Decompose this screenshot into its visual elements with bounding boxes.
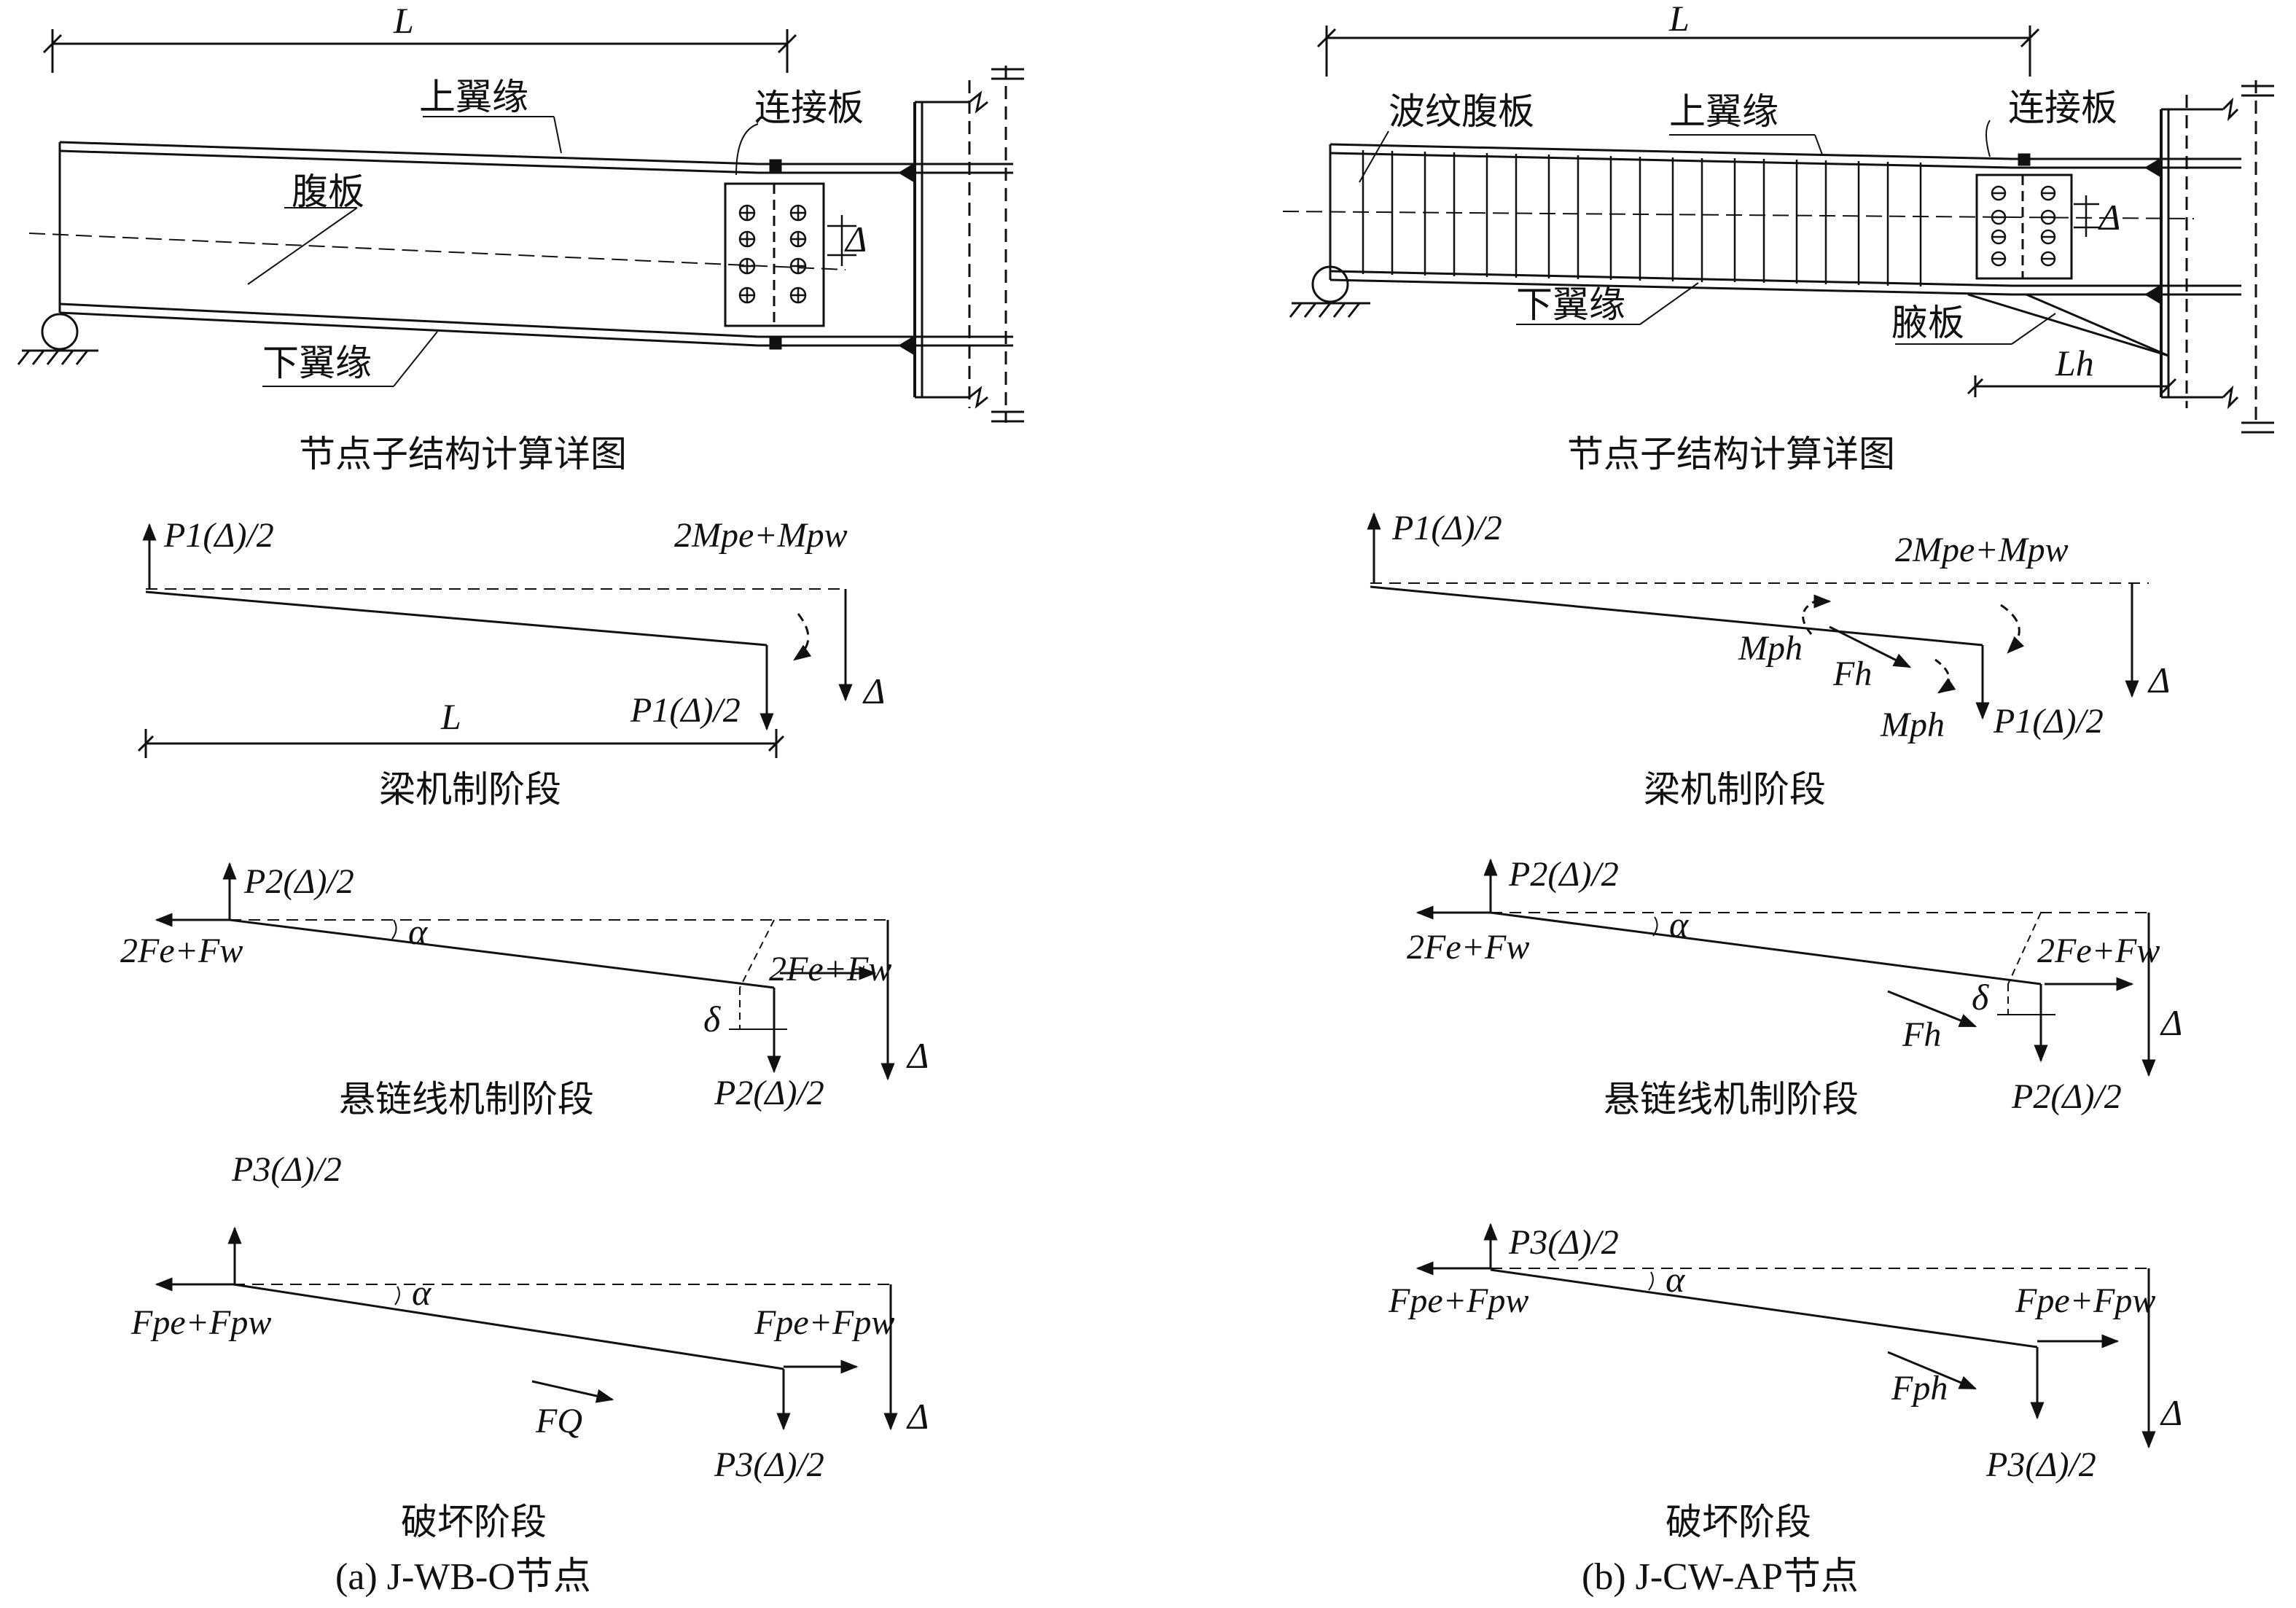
right-corrugated-web [1362,150,1922,286]
right-beam-moment: 2Mpe+Mpw [1895,531,2069,569]
left-plate-delta: Δ [844,219,867,259]
right-top-flange-label: 上翼缘 [1669,90,1778,133]
right-beam-mph-1: Mph [1738,629,1803,668]
right-catenary-stage [1416,858,2156,1077]
left-fail-p-bot: P3(Δ)/2 [714,1445,824,1484]
left-connector-plate-label: 连接板 [754,87,864,129]
left-panel: L [17,0,1024,423]
left-detail-title: 节点子结构计算详图 [299,433,627,475]
right-beam-p-bot: P1(Δ)/2 [1993,702,2104,741]
right-fail-fph: Fph [1891,1369,1948,1408]
right-beam-p-top: P1(Δ)/2 [1391,509,1502,547]
right-haunch-label: 腋板 [1891,302,1964,344]
right-fail-force-right: Fpe+Fpw [2015,1281,2155,1320]
left-beam-p-bot: P1(Δ)/2 [630,691,741,730]
right-plate-delta: Δ [2098,197,2120,238]
left-top-flange-label: 上翼缘 [419,76,528,118]
left-catenary-stage [155,862,895,1081]
right-bottom-flange-label: 下翼缘 [1516,284,1625,326]
right-caption: (b) J-CW-AP节点 [1582,1556,1859,1598]
left-beam-delta: Δ [862,671,885,711]
left-fail-title: 破坏阶段 [401,1501,547,1543]
right-cat-delta: Δ [2160,1002,2182,1043]
left-dim-l-label: L [393,0,414,41]
left-beam [28,141,1013,347]
left-cat-p-bot: P2(Δ)/2 [714,1074,824,1112]
right-connector-plate-label: 连接板 [2008,87,2117,129]
right-beam-mph-2: Mph [1880,706,1945,744]
left-pin-support [17,313,98,365]
right-dim-l-label: L [1668,0,1690,39]
right-corrugated-web-label: 波纹腹板 [1389,90,1534,133]
right-fail-delta: Δ [2160,1392,2182,1433]
left-web-label: 腹板 [292,171,364,213]
left-fail-alpha: α [412,1272,432,1313]
right-cat-delta-small: δ [1972,977,1989,1018]
left-column [898,66,1024,423]
left-fail-delta: Δ [906,1396,929,1437]
right-detail-title: 节点子结构计算详图 [1567,433,1895,475]
right-fail-title: 破坏阶段 [1666,1501,1811,1543]
left-cat-delta: Δ [906,1035,929,1076]
right-cat-p-bot: P2(Δ)/2 [2011,1077,2122,1116]
left-fail-p-top: P3(Δ)/2 [231,1150,342,1189]
left-connector-plate [724,159,825,350]
left-leader-plate [735,123,759,176]
right-cat-title: 悬链线机制阶段 [1604,1078,1859,1120]
right-failure-stage [1416,1222,2156,1449]
left-beam-p-top: P1(Δ)/2 [163,516,274,555]
left-failure-stage [155,1226,898,1431]
right-fail-p-top: P3(Δ)/2 [1508,1223,1619,1262]
left-cat-delta-small: δ [703,999,721,1039]
left-fail-force-left: Fpe+Fpw [130,1303,271,1342]
left-beam-stage [137,523,853,758]
left-beam-dim-l: L [440,696,461,737]
left-cat-force-right: 2Fe+Fw [769,950,891,988]
left-leader-web [247,207,358,285]
left-cat-force-left: 2Fe+Fw [120,932,243,970]
left-caption: (a) J-WB-O节点 [335,1556,591,1598]
left-dim-l [42,29,797,73]
right-cat-force-right: 2Fe+Fw [2037,932,2160,970]
right-beam-stage [1367,512,2149,720]
right-panel [1282,26,2274,434]
left-bolts [738,204,807,304]
right-fail-p-bot: P3(Δ)/2 [1985,1445,2096,1484]
left-cat-p-top: P2(Δ)/2 [243,862,354,901]
right-cat-p-top: P2(Δ)/2 [1508,855,1619,894]
right-cat-alpha: α [1669,904,1690,945]
left-bottom-flange-label: 下翼缘 [262,342,372,384]
left-fail-shear: FQ [535,1402,582,1440]
right-beam-delta: Δ [2147,660,2170,700]
right-fail-alpha: α [1666,1259,1686,1300]
left-beam-title: 梁机制阶段 [379,768,561,811]
left-beam-moment: 2Mpe+Mpw [674,516,848,555]
right-dim-lh: Lh [2055,343,2094,383]
right-cat-fh: Fh [1902,1015,1941,1054]
left-plate-delta-dim [827,215,856,266]
left-cat-alpha: α [408,911,429,952]
right-beam-title: 梁机制阶段 [1644,768,1826,811]
left-cat-title: 悬链线机制阶段 [339,1078,594,1120]
right-cat-force-left: 2Fe+Fw [1407,928,1529,967]
right-fail-force-left: Fpe+Fpw [1388,1281,1528,1320]
right-beam-fh: Fh [1832,655,1872,693]
left-fail-force-right: Fpe+Fpw [754,1303,894,1342]
